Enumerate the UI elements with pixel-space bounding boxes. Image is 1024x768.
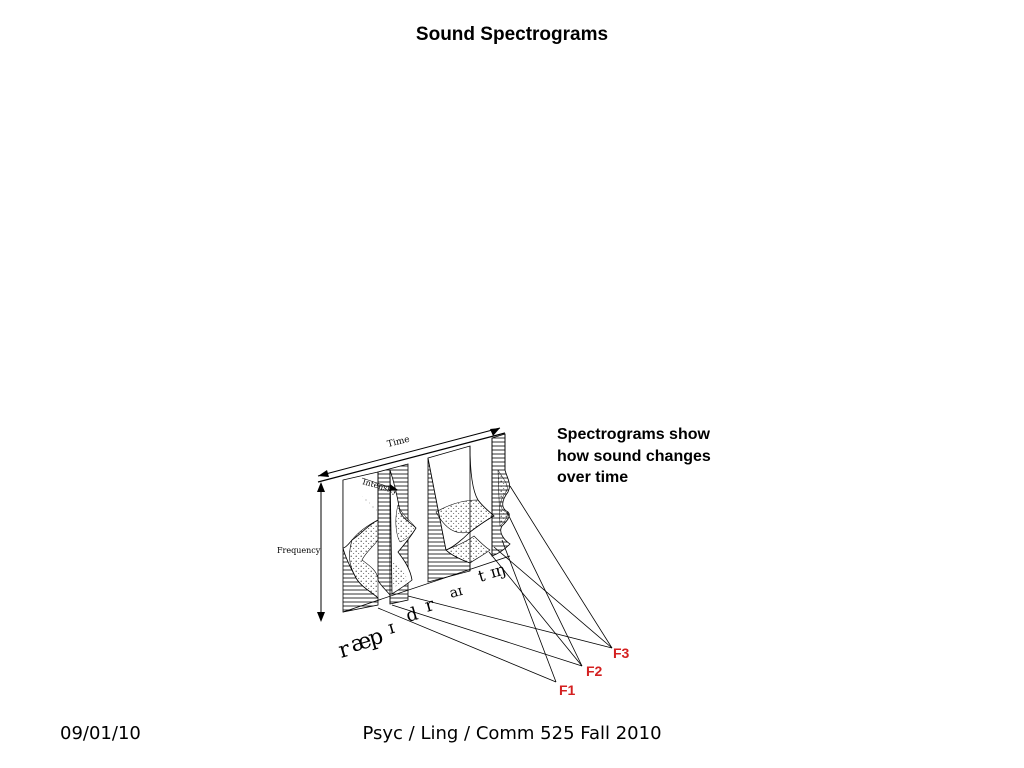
- phoneme-ai: aɪ: [448, 583, 465, 602]
- spectrum-slice-3: [427, 445, 495, 583]
- phoneme-i: ɪ: [386, 617, 398, 639]
- time-axis: Time: [317, 427, 501, 477]
- diagram-caption: Spectrograms show how sound changes over…: [557, 424, 757, 489]
- phoneme-ing: ɪŋ: [488, 559, 508, 582]
- formant-label-f1: F1: [559, 682, 576, 698]
- formant-label-f3: F3: [613, 645, 630, 661]
- phoneme-t: t: [476, 566, 488, 586]
- spectrum-slice-1: [342, 471, 379, 613]
- time-axis-label: Time: [386, 435, 410, 450]
- caption-line-2: how sound changes: [557, 447, 711, 465]
- footer-course: Psyc / Ling / Comm 525 Fall 2010: [362, 723, 662, 744]
- spectrogram-diagram: Time Frequency Intensity: [277, 427, 630, 698]
- formant-labels: F3 F2 F1: [559, 645, 630, 698]
- spectrum-slice-4: [491, 433, 511, 557]
- caption-line-1: Spectrograms show: [557, 426, 710, 443]
- frequency-axis: Frequency: [277, 482, 325, 622]
- slide-title: Sound Spectrograms: [415, 24, 609, 45]
- formant-pointer-lines: [377, 485, 613, 683]
- phoneme-d: d: [404, 603, 421, 626]
- caption-line-3: over time: [557, 469, 629, 486]
- formant-label-f2: F2: [586, 663, 603, 679]
- frequency-axis-label: Frequency: [277, 546, 321, 555]
- spectrum-slice-2: Intensity: [361, 463, 417, 605]
- phoneme-p: p: [366, 624, 386, 652]
- phoneme-r2: r: [423, 594, 437, 617]
- footer-date: 09/01/10: [60, 723, 141, 744]
